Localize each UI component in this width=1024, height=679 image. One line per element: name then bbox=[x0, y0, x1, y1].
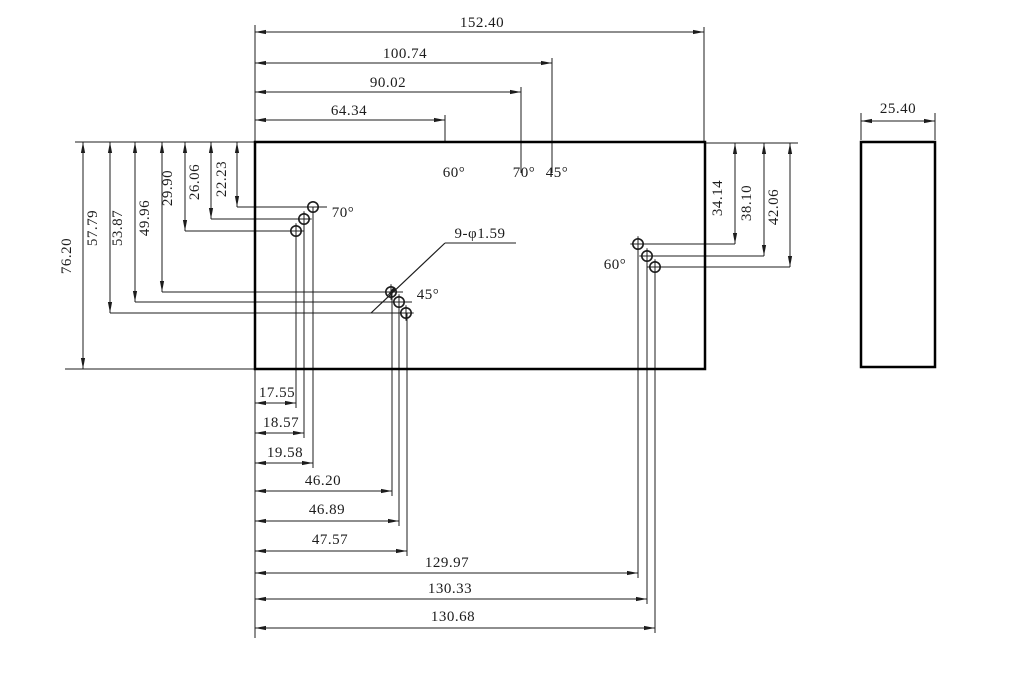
dim-arrow-down bbox=[80, 358, 86, 369]
dim-arrow-down bbox=[234, 196, 240, 207]
hole-note: 9-φ1.59 bbox=[455, 226, 506, 242]
dim-value: 130.33 bbox=[428, 581, 472, 597]
dim-arrow-right bbox=[396, 548, 407, 554]
hole bbox=[306, 201, 319, 214]
dim-arrow-up bbox=[761, 143, 767, 154]
dim-arrow-down bbox=[132, 291, 138, 302]
dim-value: 100.74 bbox=[383, 46, 427, 62]
dim-arrow-down bbox=[761, 245, 767, 256]
dim-arrow-up bbox=[107, 142, 113, 153]
dim-arrow-left bbox=[255, 625, 266, 631]
dim-arrow-left bbox=[861, 118, 872, 124]
dim-value: 129.97 bbox=[425, 555, 469, 571]
dim-arrow-left bbox=[255, 89, 266, 95]
dim-arrow-left bbox=[255, 29, 266, 35]
dim-value: 18.57 bbox=[263, 415, 299, 431]
dim-value: 26.06 bbox=[187, 164, 203, 200]
dim-arrow-right bbox=[510, 89, 521, 95]
dim-arrow-up bbox=[182, 142, 188, 153]
dim-arrow-right bbox=[644, 625, 655, 631]
dim-arrow-down bbox=[159, 281, 165, 292]
dim-value: 57.79 bbox=[85, 210, 101, 246]
extension-lines-group bbox=[65, 25, 936, 638]
dim-arrow-right bbox=[924, 118, 935, 124]
part-outline-group bbox=[253, 140, 937, 371]
dim-value: 42.06 bbox=[766, 189, 782, 225]
dim-arrow-down bbox=[732, 233, 738, 244]
dim-value: 47.57 bbox=[312, 532, 348, 548]
dim-arrow-up bbox=[787, 143, 793, 154]
dimension-lines-group bbox=[80, 29, 935, 631]
dim-arrow-down bbox=[208, 208, 214, 219]
dim-arrow-right bbox=[541, 60, 552, 66]
dim-value: 34.14 bbox=[710, 180, 726, 216]
dim-arrow-right bbox=[388, 518, 399, 524]
front-view-outline bbox=[253, 140, 707, 371]
dim-value: 76.20 bbox=[59, 238, 75, 274]
dim-arrow-left bbox=[255, 596, 266, 602]
dim-value: 46.89 bbox=[309, 502, 345, 518]
dim-arrow-left bbox=[255, 60, 266, 66]
hole-leader-lines-group bbox=[110, 206, 790, 633]
dim-arrow-down bbox=[182, 220, 188, 231]
dim-arrow-down bbox=[787, 256, 793, 267]
dim-arrow-right bbox=[636, 596, 647, 602]
dim-arrow-right bbox=[293, 430, 304, 436]
dim-arrow-left bbox=[255, 460, 266, 466]
angle-label: 45° bbox=[417, 287, 440, 303]
dim-value: 130.68 bbox=[431, 609, 475, 625]
angle-label: 45° bbox=[546, 165, 569, 181]
dim-value: 22.23 bbox=[214, 161, 230, 197]
dim-value: 46.20 bbox=[305, 473, 341, 489]
dim-arrow-up bbox=[208, 142, 214, 153]
angle-label: 60° bbox=[604, 257, 627, 273]
dim-value: 90.02 bbox=[370, 75, 406, 91]
side-view-outline bbox=[859, 140, 937, 369]
dim-arrow-up bbox=[159, 142, 165, 153]
dim-arrow-up bbox=[132, 142, 138, 153]
dim-arrow-up bbox=[732, 143, 738, 154]
dim-value: 53.87 bbox=[110, 210, 126, 246]
dim-arrow-up bbox=[80, 142, 86, 153]
angle-label: 70° bbox=[332, 205, 355, 221]
dim-value: 49.96 bbox=[137, 200, 153, 236]
dim-arrow-right bbox=[693, 29, 704, 35]
dim-arrow-right bbox=[285, 400, 296, 406]
dim-arrow-left bbox=[255, 518, 266, 524]
dim-arrow-right bbox=[434, 117, 445, 123]
dim-arrow-left bbox=[255, 117, 266, 123]
dim-value: 19.58 bbox=[267, 445, 303, 461]
dim-value: 152.40 bbox=[460, 15, 504, 31]
dim-arrow-down bbox=[107, 302, 113, 313]
dim-arrow-right bbox=[627, 570, 638, 576]
dim-arrow-left bbox=[255, 430, 266, 436]
hole-note-leader bbox=[370, 242, 446, 314]
dim-arrow-right bbox=[381, 488, 392, 494]
angle-label: 60° bbox=[443, 165, 466, 181]
dim-arrow-right bbox=[302, 460, 313, 466]
dim-value: 38.10 bbox=[739, 185, 755, 221]
dim-value: 25.40 bbox=[880, 101, 916, 117]
angle-label: 70° bbox=[513, 165, 536, 181]
hole-note-arrow bbox=[387, 286, 397, 296]
dim-arrow-left bbox=[255, 570, 266, 576]
dim-value: 64.34 bbox=[331, 103, 367, 119]
dim-arrow-left bbox=[255, 400, 266, 406]
dim-value: 29.90 bbox=[160, 170, 176, 206]
dim-value: 17.55 bbox=[259, 385, 295, 401]
holes-group bbox=[288, 201, 663, 321]
dim-arrow-left bbox=[255, 548, 266, 554]
dim-arrow-left bbox=[255, 488, 266, 494]
dim-arrow-up bbox=[234, 142, 240, 153]
